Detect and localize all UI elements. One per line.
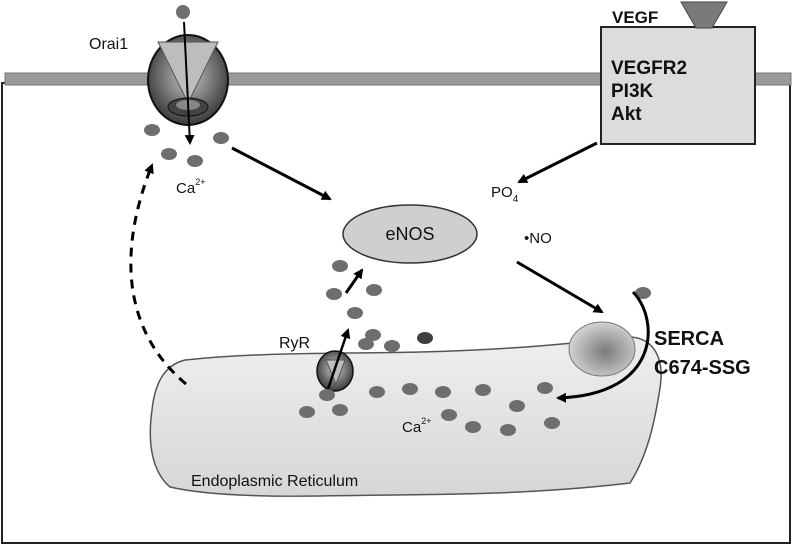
enos-enzyme: [342, 204, 478, 264]
cytosolic-ca-ions: [144, 124, 229, 167]
serca-pump: [568, 321, 636, 377]
ca-ion: [635, 287, 651, 299]
no-to-serca-arrow: [516, 260, 604, 314]
endoplasmic-reticulum: [149, 336, 662, 497]
po4-label: PO4: [491, 184, 519, 205]
no-label: •NO: [524, 230, 552, 247]
ryr-release-arrow: [325, 328, 351, 393]
ca-er-label: Ca2+: [402, 416, 431, 436]
orai1-label: Orai1: [89, 36, 128, 53]
serca-label: SERCA: [654, 328, 724, 350]
er-lumen-ca-ions: [299, 382, 560, 436]
ca-ion: [176, 5, 190, 19]
akt-to-enos-arrow: [517, 141, 598, 184]
er-label: Endoplasmic Reticulum: [191, 473, 358, 490]
enos-label: eNOS: [385, 224, 434, 244]
serca-uptake-arrow: [556, 290, 650, 403]
orai1-channel: [147, 34, 229, 126]
ca-to-enos-arrow: [231, 146, 332, 201]
serca-mod-label: C674-SSG: [654, 357, 751, 379]
vegf-label: VEGF: [612, 8, 658, 27]
ca-to-enos-release-arrow: [344, 268, 364, 294]
orai1-influx-arrow: [183, 21, 195, 145]
vegfr2-signaling-box: [600, 26, 756, 145]
store-depletion-feedback-arrow: [129, 163, 187, 386]
ca-cytosol-label: Ca2+: [176, 177, 205, 197]
akt-label: Akt: [611, 104, 642, 125]
vegf-ligand: [680, 1, 728, 29]
pi3k-label: PI3K: [611, 81, 654, 102]
ryr-label: RyR: [279, 335, 310, 352]
vegfr2-label: VEGFR2: [611, 58, 687, 79]
released-ca-ions: [326, 260, 433, 352]
